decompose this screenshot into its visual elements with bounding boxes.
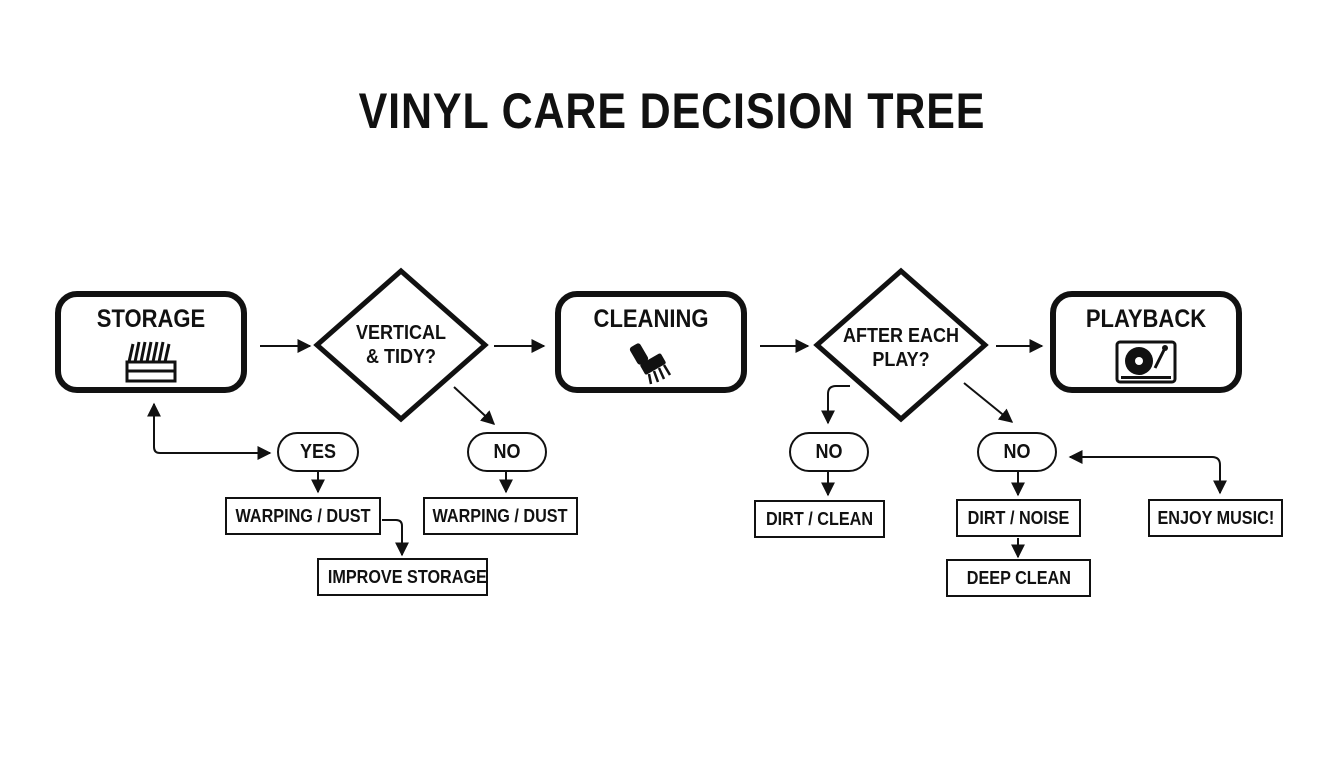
answer-yes-label: YES [299,441,337,463]
arrow-warping-to-improve-storage [382,519,409,557]
outcome-improve-storage: IMPROVE STORAGE [317,558,488,596]
answer-no-cleaning-left-label: NO [815,441,843,463]
outcome-dirt-clean: DIRT / CLEAN [754,500,885,538]
cleaning-brush-icon [629,343,672,385]
storage-stage-label: STORAGE [96,305,206,333]
decision-diamond-vertical-tidy [313,267,489,423]
answer-no-storage-label: NO [493,441,521,463]
cleaning-stage-label: CLEANING [593,305,709,333]
outcome-enjoy-music: ENJOY MUSIC! [1148,499,1283,537]
turntable-icon [1115,340,1177,384]
answer-no-pill-storage: NO [467,432,547,472]
decision-diamond-after-each-play [813,267,989,423]
arrow-storage-yes-loop [147,402,272,460]
outcome-warping-dust-no: WARPING / DUST [423,497,578,535]
outcome-warping-dust-yes-label: WARPING / DUST [235,506,371,526]
cleaning-stage-box: CLEANING [555,291,747,393]
outcome-deep-clean-label: DEEP CLEAN [966,568,1071,588]
outcome-warping-dust-yes: WARPING / DUST [225,497,381,535]
storage-stage-box: STORAGE [55,291,247,393]
outcome-improve-storage-label: IMPROVE STORAGE [327,567,487,587]
outcome-deep-clean: DEEP CLEAN [946,559,1091,597]
arrow-enjoy-music-loop [1068,450,1227,495]
outcome-dirt-clean-label: DIRT / CLEAN [765,509,874,529]
arrow-after-play-check-to-left-no [821,385,850,425]
decision-after-each-play-line2: PLAY? [872,349,930,371]
decision-vertical-tidy-line2: & TIDY? [365,346,437,368]
arrow-vertical-check-to-no [453,386,496,425]
outcome-enjoy-music-label: ENJOY MUSIC! [1157,508,1274,528]
playback-stage-label: PLAYBACK [1085,305,1207,333]
outcome-dirt-noise-label: DIRT / NOISE [967,508,1070,528]
answer-no-pill-cleaning-right: NO [977,432,1057,472]
answer-no-cleaning-right-label: NO [1003,441,1031,463]
answer-no-pill-cleaning-left: NO [789,432,869,472]
outcome-dirt-noise: DIRT / NOISE [956,499,1081,537]
playback-stage-box: PLAYBACK [1050,291,1242,393]
decision-after-each-play-text: AFTER EACH PLAY? [826,324,976,372]
arrow-after-play-check-to-right-no [963,382,1014,423]
decision-vertical-tidy-line1: VERTICAL [356,322,446,344]
answer-yes-pill: YES [277,432,359,472]
decision-after-each-play-line1: AFTER EACH [842,325,959,347]
diagram-title: VINYL CARE DECISION TREE [358,83,986,139]
record-crate-icon [125,341,177,383]
outcome-warping-dust-no-label: WARPING / DUST [432,506,568,526]
decision-vertical-tidy-text: VERTICAL & TIDY? [331,321,471,369]
